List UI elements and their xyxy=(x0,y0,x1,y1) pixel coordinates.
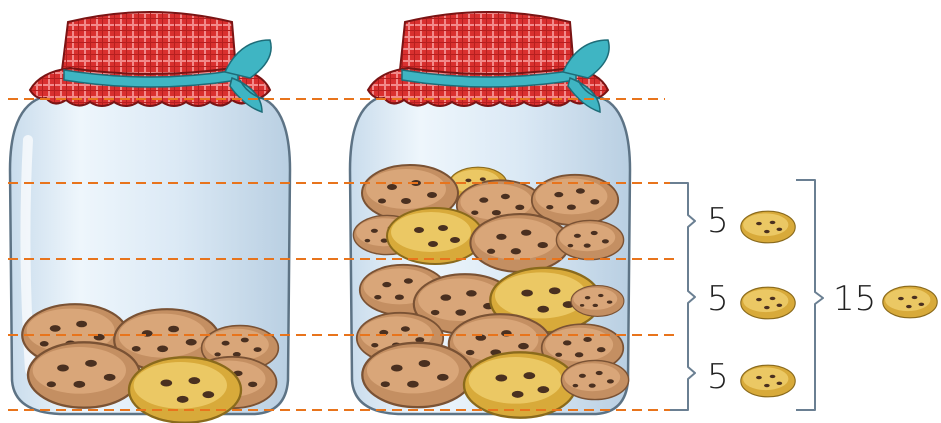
group-count-2: 5 xyxy=(707,282,729,316)
total-bracket xyxy=(796,180,823,410)
cookie-icon xyxy=(741,287,795,319)
cookie-icon xyxy=(362,343,472,407)
group-bracket-2 xyxy=(688,259,695,335)
lid-icon xyxy=(30,12,271,112)
right-jar xyxy=(350,12,630,418)
group-count-3: 5 xyxy=(707,360,729,394)
cookie-icon xyxy=(129,357,241,422)
group-bracket-1 xyxy=(670,183,695,259)
cookie-icon xyxy=(561,360,628,399)
cookie-icon xyxy=(464,352,576,417)
cookie-icon xyxy=(741,211,795,243)
cookie-icon xyxy=(470,214,569,272)
cookie-icon xyxy=(556,220,623,259)
total-count: 15 xyxy=(833,282,876,316)
group-count-1: 5 xyxy=(707,204,729,238)
group-bracket-3 xyxy=(670,335,695,410)
cookie-icon xyxy=(741,365,795,397)
cookie-icon xyxy=(387,208,483,264)
left-jar xyxy=(10,12,290,423)
lid-icon xyxy=(368,12,609,112)
cookie-icon xyxy=(883,286,937,318)
cookie-icon xyxy=(571,286,624,317)
cookie-icon xyxy=(28,342,140,407)
